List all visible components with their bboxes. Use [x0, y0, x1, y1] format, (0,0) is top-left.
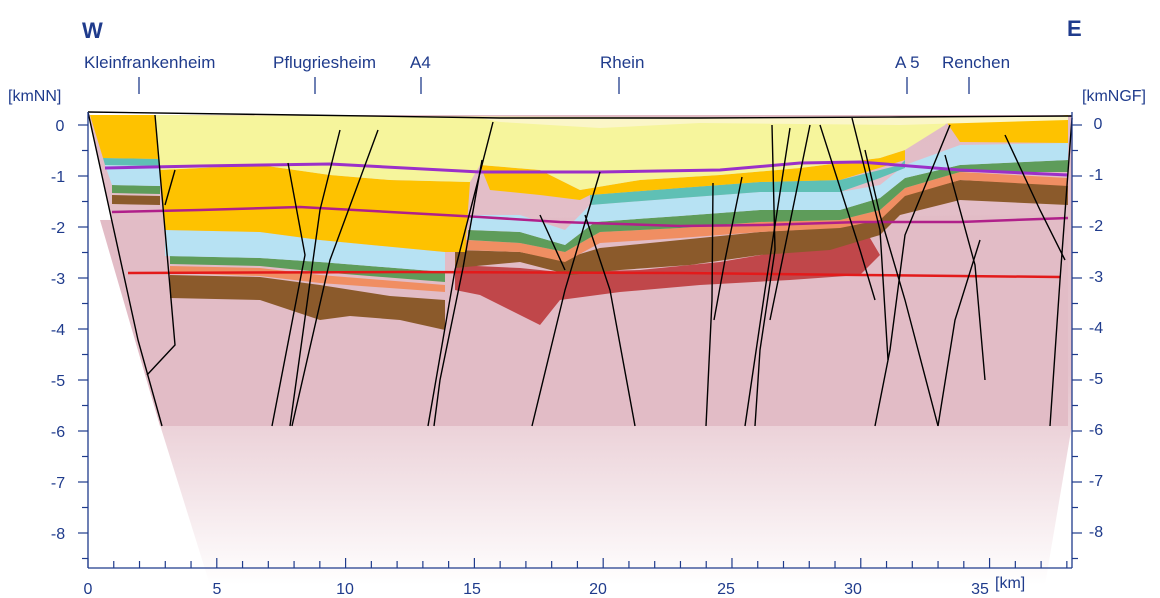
location-label-rhein: Rhein: [600, 53, 644, 72]
bottom-tick-label: 20: [589, 581, 607, 598]
teal-layer-east: [590, 160, 905, 205]
green-layer-east: [468, 160, 1068, 252]
teal-layer-west: [103, 158, 160, 166]
bottom-tick-labels: 0 5 10 15 20 25 30 35: [84, 581, 989, 598]
fault: [754, 124, 776, 427]
fault: [164, 169, 176, 206]
right-tick-label: -2: [1089, 218, 1103, 235]
bottom-tick-label: 0: [84, 581, 93, 598]
left-tick-labels: 0 -1 -2 -3 -4 -5 -6 -7 -8: [51, 118, 65, 543]
green-layer-west: [112, 185, 160, 194]
tertiary-orange-west: [90, 115, 160, 159]
left-tick-label: 0: [56, 118, 65, 135]
location-label-pflugriesheim: Pflugriesheim: [273, 53, 376, 72]
left-tick-label: -5: [51, 373, 65, 390]
left-tick-label: -6: [51, 424, 65, 441]
west-label: W: [82, 18, 103, 43]
fault: [769, 124, 811, 321]
quaternary-yellow: [155, 115, 950, 190]
lightblue-layer-west: [105, 165, 160, 186]
brown-layer-center: [455, 180, 1068, 275]
tick-marks: [78, 124, 1082, 568]
fault: [944, 154, 986, 381]
bottom-tick-label: 15: [463, 581, 481, 598]
fault: [87, 111, 1073, 119]
bottom-unit-label: [km]: [995, 575, 1025, 592]
horizon-purple: [104, 160, 1069, 177]
bottom-tick-label: 10: [336, 581, 354, 598]
fault: [539, 214, 566, 271]
fault: [584, 214, 636, 427]
right-tick-label: -7: [1089, 473, 1103, 490]
bottom-tick-label: 5: [213, 581, 222, 598]
fault: [705, 182, 714, 427]
fault: [87, 111, 163, 427]
east-label: E: [1067, 16, 1082, 41]
lightblue-layer-east: [470, 143, 1068, 245]
tertiary-orange-east: [480, 150, 905, 200]
fault: [864, 149, 939, 427]
right-tick-label: -6: [1089, 422, 1103, 439]
fault: [744, 127, 791, 427]
fault: [1004, 134, 1066, 261]
fault: [874, 124, 951, 427]
location-labels: Kleinfrankenheim Pflugriesheim A4 Rhein …: [84, 53, 1010, 94]
orange-layer-east: [465, 172, 1068, 262]
fault: [713, 176, 743, 321]
horizon-red: [127, 270, 1061, 279]
right-tick-label: -3: [1089, 269, 1103, 286]
location-label-a5: A 5: [895, 53, 920, 72]
fault: [271, 162, 306, 427]
bottom-tick-label: 35: [971, 581, 989, 598]
right-tick-label: -1: [1089, 167, 1103, 184]
location-label-a4: A4: [410, 53, 431, 72]
fault-lines: [87, 111, 1073, 427]
fault: [531, 171, 601, 427]
left-tick-label: -1: [51, 169, 65, 186]
quaternary-pale-top: [480, 116, 1068, 128]
left-tick-label: -4: [51, 322, 65, 339]
right-tick-labels: 0 -1 -2 -3 -4 -5 -6 -7 -8: [1089, 116, 1103, 541]
right-tick-label: -5: [1089, 371, 1103, 388]
fault: [851, 117, 889, 361]
location-label-renchen: Renchen: [942, 53, 1010, 72]
fault: [291, 129, 379, 427]
fault: [146, 114, 176, 376]
left-tick-label: -7: [51, 475, 65, 492]
fault: [1049, 117, 1073, 427]
right-unit-label: [kmNGF]: [1082, 88, 1146, 105]
right-tick-label: -4: [1089, 320, 1103, 337]
bottom-tick-label: 25: [717, 581, 735, 598]
location-label-kleinfrankenheim: Kleinfrankenheim: [84, 53, 215, 72]
lightblue-layer: [165, 230, 445, 272]
left-unit-label: [kmNN]: [8, 88, 61, 105]
fault: [289, 129, 341, 427]
brown-layer-west: [112, 195, 160, 205]
left-tick-label: -8: [51, 526, 65, 543]
fault: [433, 159, 483, 427]
right-tick-label: -8: [1089, 524, 1103, 541]
green-layer: [170, 256, 445, 282]
bottom-tick-label: 30: [844, 581, 862, 598]
left-tick-label: -2: [51, 220, 65, 237]
right-tick-label: 0: [1094, 116, 1103, 133]
left-tick-label: -3: [51, 271, 65, 288]
fault: [819, 124, 876, 301]
fault: [937, 239, 981, 427]
